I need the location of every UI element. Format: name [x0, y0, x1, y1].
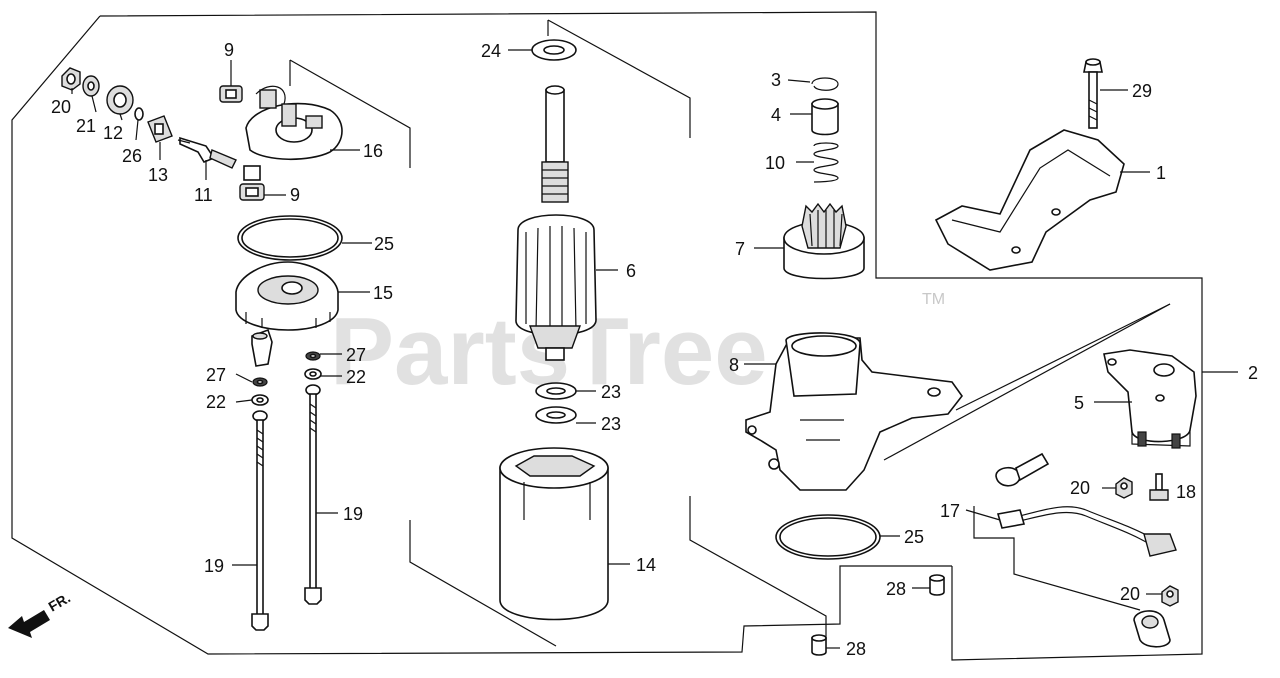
insulator-12: [106, 85, 134, 115]
callout-25-top: 25: [374, 234, 394, 254]
terminal-bolt-11: [177, 136, 237, 169]
callout-9-top: 9: [224, 40, 234, 60]
callout-5: 5: [1074, 393, 1084, 413]
callout-28-upper: 28: [886, 579, 906, 599]
yoke-14: [499, 447, 609, 621]
front-direction-label: FR.: [46, 589, 74, 614]
nut-20-middle: [1115, 477, 1133, 499]
callout-27-left: 27: [206, 365, 226, 385]
dowel-28-lower: [811, 634, 827, 656]
bolt-29: [1083, 58, 1103, 129]
callout-4: 4: [771, 105, 781, 125]
callout-19-left: 19: [204, 556, 224, 576]
o-ring-25-top: [237, 215, 343, 261]
callout-10: 10: [765, 153, 785, 173]
washer-21: [82, 75, 100, 97]
washer-22-left: [251, 394, 269, 422]
callout-24: 24: [481, 41, 501, 61]
brush-9-top: [219, 85, 243, 103]
washer-23-upper: [535, 382, 577, 400]
callout-20-bottom: 20: [1120, 584, 1140, 604]
assembly-outline: [11, 11, 1203, 661]
insulator-13: [147, 115, 173, 143]
o-ring-26: [134, 107, 144, 121]
watermark-trademark: TM: [922, 291, 945, 308]
washer-22-right: [304, 368, 322, 396]
front-direction-arrow: FR.: [8, 589, 73, 638]
washer-24: [531, 39, 577, 61]
o-ring-25-lower: [775, 514, 881, 560]
callout-22-left: 22: [206, 392, 226, 412]
callout-7: 7: [735, 239, 745, 259]
washer-23-lower: [535, 406, 577, 424]
callout-20-top: 20: [51, 97, 71, 117]
callout-22-right: 22: [346, 367, 366, 387]
snap-ring-3: [811, 77, 839, 91]
callout-26: 26: [122, 146, 142, 166]
callout-27-right: 27: [346, 345, 366, 365]
callout-25-lower: 25: [904, 527, 924, 547]
rear-cover-15: [235, 261, 339, 331]
cover-1: [934, 129, 1125, 271]
callout-15: 15: [373, 283, 393, 303]
callout-11: 11: [194, 185, 213, 205]
callout-20-middle: 20: [1070, 478, 1090, 498]
callout-3: 3: [771, 70, 781, 90]
through-bolt-19-right: [304, 393, 322, 605]
callout-23-lower: 23: [601, 414, 621, 434]
nut-20-bottom: [1161, 585, 1179, 607]
armature-6: [515, 85, 597, 361]
dowel-28-upper: [929, 574, 945, 596]
callout-6: 6: [626, 261, 636, 281]
callout-14: 14: [636, 555, 656, 575]
solenoid-5: [1103, 349, 1197, 449]
callout-23-upper: 23: [601, 382, 621, 402]
front-housing-8: [745, 332, 963, 491]
spring-10: [813, 142, 839, 183]
brush-holder-16: [245, 85, 343, 161]
brush-9-lower: [239, 165, 265, 201]
callout-2: 2: [1248, 363, 1258, 383]
bolt-18: [1149, 473, 1169, 501]
collar-27-right: [305, 351, 321, 361]
callout-18: 18: [1176, 482, 1196, 502]
callout-8: 8: [729, 355, 739, 375]
callout-13: 13: [148, 165, 168, 185]
callout-17: 17: [940, 501, 960, 521]
collar-4: [811, 98, 839, 136]
leader-lines: [71, 49, 1238, 649]
callout-labels: 9 20 21 12 26 13 11 9 16 25 15 27 22 19 …: [51, 40, 1258, 659]
callout-16: 16: [363, 141, 383, 161]
callout-1: 1: [1156, 163, 1166, 183]
callout-28-lower: 28: [846, 639, 866, 659]
through-bolt-19-left: [251, 419, 269, 631]
callout-12: 12: [103, 123, 123, 143]
pinion-gear-7: [783, 202, 865, 280]
collar-27-left: [251, 328, 273, 387]
cable-terminal: [1133, 610, 1171, 648]
callout-29: 29: [1132, 81, 1152, 101]
callout-9-lower: 9: [290, 185, 300, 205]
callout-19-right: 19: [343, 504, 363, 524]
nut-20-top: [61, 67, 81, 91]
callout-21: 21: [76, 116, 96, 136]
cable-17: [995, 452, 1177, 557]
